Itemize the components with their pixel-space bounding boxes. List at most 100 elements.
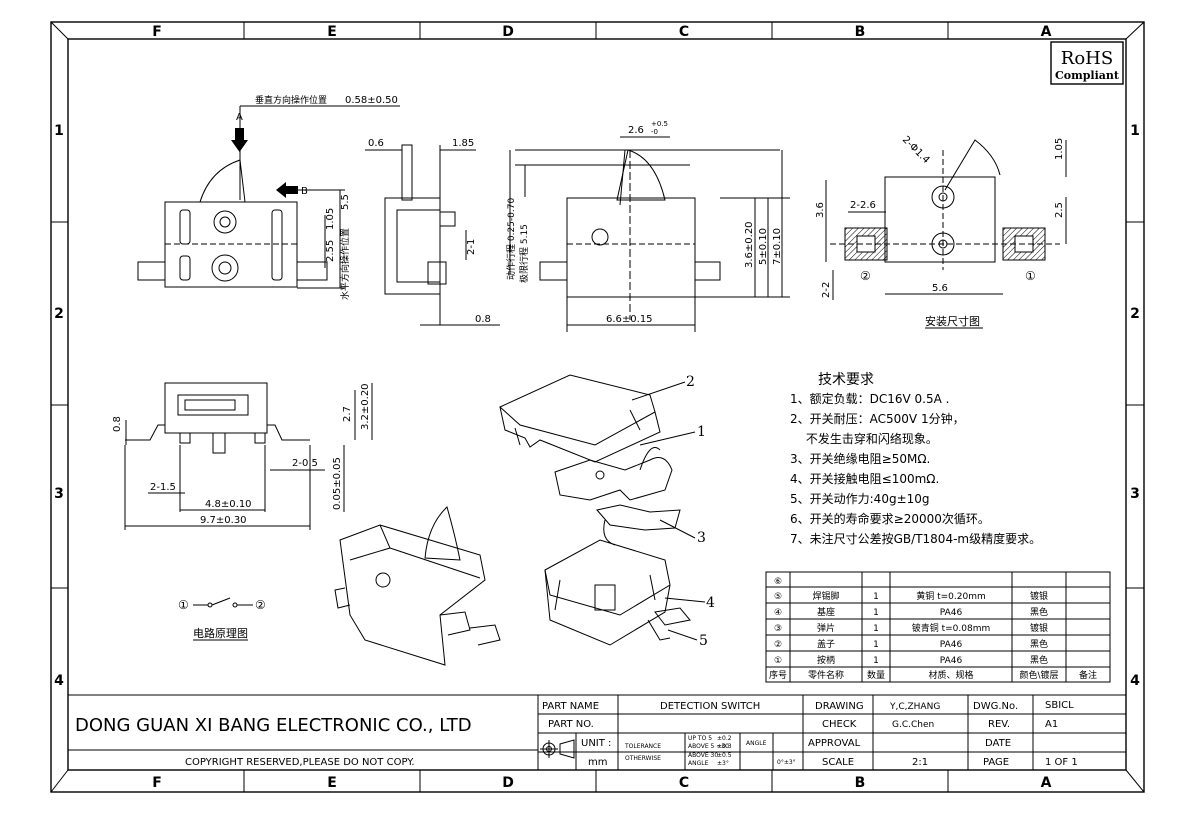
svg-text:3.2±0.20: 3.2±0.20 — [360, 383, 371, 430]
svg-text:弹片: 弹片 — [817, 622, 835, 634]
svg-text:技术要求: 技术要求 — [818, 372, 874, 388]
col-label-top: F — [152, 24, 162, 40]
svg-text:0.6: 0.6 — [368, 138, 384, 149]
row-label-left: 4 — [54, 673, 64, 689]
svg-text:电路原理图: 电路原理图 — [193, 627, 248, 640]
svg-text:2-2: 2-2 — [821, 282, 832, 298]
svg-text:5、开关动作力:40g±10g: 5、开关动作力:40g±10g — [790, 492, 930, 506]
svg-text:5.6: 5.6 — [932, 283, 948, 294]
arrow-b-icon — [276, 182, 298, 198]
svg-text:DATE: DATE — [985, 738, 1011, 749]
col-label-bottom: E — [327, 775, 337, 791]
svg-text:4、开关接触电阻≤100mΩ.: 4、开关接触电阻≤100mΩ. — [790, 471, 939, 486]
svg-text:2.6: 2.6 — [628, 125, 644, 136]
svg-text:3: 3 — [697, 530, 706, 546]
svg-text:动作行程 0.25-0.70: 动作行程 0.25-0.70 — [505, 198, 517, 280]
svg-text:PA46: PA46 — [940, 608, 963, 618]
svg-text:4.8±0.10: 4.8±0.10 — [205, 499, 252, 510]
svg-text:按柄: 按柄 — [817, 654, 835, 666]
svg-text:零件名称: 零件名称 — [808, 669, 844, 681]
svg-text:1: 1 — [873, 608, 879, 618]
col-label-top: B — [855, 24, 866, 40]
svg-text:1: 1 — [697, 424, 706, 440]
svg-text:1: 1 — [873, 640, 879, 650]
svg-text:±0.2: ±0.2 — [717, 735, 732, 742]
svg-text:2-2.6: 2-2.6 — [850, 200, 876, 211]
svg-text:⑤: ⑤ — [774, 592, 782, 602]
svg-text:0.58±0.50: 0.58±0.50 — [345, 95, 398, 106]
bom-table — [765, 571, 1111, 683]
svg-text:1: 1 — [873, 592, 879, 602]
svg-text:颜色\镀层: 颜色\镀层 — [1019, 669, 1058, 681]
svg-text:DRAWING: DRAWING — [815, 701, 864, 712]
svg-text:0.8: 0.8 — [112, 416, 123, 432]
svg-text:PART NO.: PART NO. — [548, 719, 594, 730]
svg-text:±3°: ±3° — [717, 760, 729, 767]
col-label-top: E — [327, 24, 337, 40]
svg-text:SBICL: SBICL — [1045, 700, 1074, 711]
svg-text:垂直方向操作位置: 垂直方向操作位置 — [255, 94, 327, 106]
col-label-bottom: D — [502, 775, 514, 791]
svg-text:2-1: 2-1 — [466, 239, 477, 255]
svg-text:7、未注尺寸公差按GB/T1804-m级精度要求。: 7、未注尺寸公差按GB/T1804-m级精度要求。 — [790, 531, 1041, 546]
svg-text:黑色: 黑色 — [1030, 654, 1048, 666]
svg-text:2-1.5: 2-1.5 — [150, 482, 176, 493]
svg-text:0°±3°: 0°±3° — [777, 759, 796, 766]
exploded-view: 2 1 3 4 5 — [499, 374, 715, 649]
svg-text:水平方向操作位置: 水平方向操作位置 — [339, 228, 351, 300]
svg-text:②: ② — [774, 640, 782, 650]
top-view: 垂直方向操作位置 0.58±0.50 A B 5.5 1.05 2.55 水平方… — [137, 94, 400, 300]
svg-text:3、开关绝缘电阻≥50MΩ.: 3、开关绝缘电阻≥50MΩ. — [790, 451, 930, 466]
svg-text:CHECK: CHECK — [822, 719, 857, 730]
svg-text:1.05: 1.05 — [1054, 138, 1065, 160]
svg-text:±0.3: ±0.3 — [717, 743, 732, 750]
svg-text:RoHS: RoHS — [1061, 48, 1113, 69]
svg-text:2-Φ1.4: 2-Φ1.4 — [900, 134, 932, 166]
svg-text:2:1: 2:1 — [912, 757, 928, 768]
svg-text:3.6: 3.6 — [815, 202, 826, 218]
svg-text:1 OF 1: 1 OF 1 — [1045, 757, 1078, 768]
svg-text:安装尺寸图: 安装尺寸图 — [925, 314, 980, 328]
svg-text:镀银: 镀银 — [1030, 590, 1048, 602]
svg-text:2: 2 — [686, 374, 695, 390]
svg-text:3.6±0.20: 3.6±0.20 — [744, 221, 755, 268]
row-label-right: 3 — [1130, 486, 1140, 502]
svg-text:铍青铜 t=0.08mm: 铍青铜 t=0.08mm — [912, 622, 991, 634]
svg-text:①: ① — [178, 598, 189, 612]
svg-text:1: 1 — [873, 624, 879, 634]
svg-text:±0.5: ±0.5 — [717, 752, 732, 759]
svg-text:1.85: 1.85 — [452, 138, 474, 149]
front-view: 2.6 +0.5 -0 动作行程 0.25-0.70 极限行程 5.15 3.6… — [505, 120, 790, 332]
svg-text:黑色: 黑色 — [1030, 606, 1048, 618]
bottom-view: 0.8 2.7 3.2±0.20 2-0.5 0.05±0.05 2-1.5 4… — [112, 382, 373, 530]
svg-text:黑色: 黑色 — [1030, 638, 1048, 650]
title-block — [67, 694, 1127, 771]
svg-text:2.5: 2.5 — [1054, 202, 1065, 218]
svg-text:PAGE: PAGE — [983, 757, 1009, 768]
svg-text:基座: 基座 — [817, 606, 835, 618]
rohs-stamp: RoHS Compliant — [1050, 41, 1124, 85]
svg-text:2.7: 2.7 — [342, 406, 353, 422]
svg-text:4: 4 — [706, 595, 715, 611]
svg-text:2、开关耐压：AC500V 1分钟，: 2、开关耐压：AC500V 1分钟， — [790, 411, 965, 426]
svg-text:1.05: 1.05 — [325, 208, 336, 230]
col-label-top: A — [1041, 24, 1052, 40]
svg-text:TOLERANCE: TOLERANCE — [624, 743, 661, 750]
outer-border — [50, 21, 1145, 793]
svg-text:REV.: REV. — [988, 719, 1010, 730]
svg-text:盖子: 盖子 — [817, 638, 835, 650]
svg-text:1: 1 — [873, 656, 879, 666]
svg-text:7±0.10: 7±0.10 — [772, 228, 783, 265]
svg-text:ANGLE: ANGLE — [746, 740, 767, 747]
projection-symbol-icon — [540, 739, 575, 759]
svg-text:PA46: PA46 — [940, 656, 963, 666]
col-label-bottom: F — [152, 775, 162, 791]
svg-text:PART NAME: PART NAME — [542, 701, 599, 712]
col-label-top: D — [502, 24, 514, 40]
svg-text:Y,C,ZHANG: Y,C,ZHANG — [889, 702, 940, 712]
svg-text:④: ④ — [774, 608, 782, 618]
svg-text:SCALE: SCALE — [822, 757, 854, 768]
svg-text:mm: mm — [588, 757, 607, 768]
